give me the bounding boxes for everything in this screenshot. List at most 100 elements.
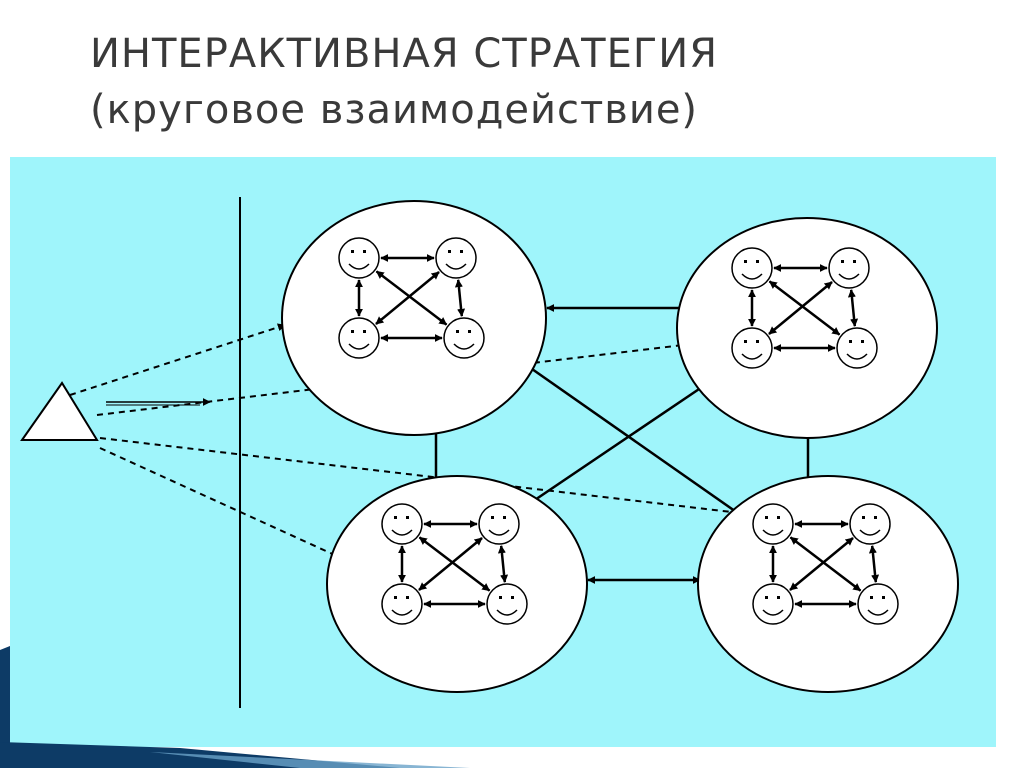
face-mouth — [846, 353, 868, 360]
face-eye-left — [351, 250, 354, 253]
slide-title-line2: (круговое взаимодействие) — [90, 87, 699, 133]
group-top-left-internal-link-5 — [375, 271, 440, 325]
face-outline — [836, 327, 878, 369]
face-eye-left — [394, 596, 397, 599]
diagram-panel — [10, 157, 996, 747]
teacher-link-group-bottom-right — [99, 437, 741, 517]
smiley-face-icon — [752, 583, 794, 625]
face-mouth — [496, 609, 518, 616]
group-top-left-ellipse — [281, 200, 547, 436]
face-eye-left — [394, 516, 397, 519]
face-outline — [381, 583, 423, 625]
face-mouth — [488, 529, 510, 536]
face-outline — [486, 583, 528, 625]
smiley-face-icon — [849, 503, 891, 545]
face-mouth — [348, 263, 370, 270]
face-mouth — [741, 273, 763, 280]
smiley-face-icon — [836, 327, 878, 369]
face-eye-left — [841, 260, 844, 263]
teacher-link-group-top-left — [69, 323, 286, 396]
face-mouth — [762, 529, 784, 536]
face-eye-right — [363, 330, 366, 333]
face-eye-right — [406, 596, 409, 599]
face-eye-left — [744, 260, 747, 263]
smiley-face-icon — [435, 237, 477, 279]
face-outline — [857, 583, 899, 625]
face-eye-left — [862, 516, 865, 519]
slide-title: ИНТЕРАКТИВНАЯ СТРАТЕГИЯ (круговое взаимо… — [90, 26, 718, 138]
face-eye-right — [861, 340, 864, 343]
group-top-right-ellipse — [676, 217, 938, 439]
group-bottom-left — [326, 475, 588, 693]
face-eye-left — [491, 516, 494, 519]
face-eye-left — [499, 596, 502, 599]
group-bottom-right-internal-link-3 — [868, 545, 880, 583]
face-mouth — [762, 609, 784, 616]
face-eye-right — [756, 260, 759, 263]
group-bottom-right — [697, 475, 959, 693]
teacher-triangle — [20, 381, 99, 441]
smiley-face-icon — [381, 503, 423, 545]
face-eye-left — [765, 516, 768, 519]
face-eye-left — [849, 340, 852, 343]
face-outline — [435, 237, 477, 279]
face-eye-right — [503, 516, 506, 519]
group-bottom-right-internal-link-5 — [789, 537, 854, 591]
face-outline — [731, 327, 773, 369]
face-eye-left — [870, 596, 873, 599]
face-eye-right — [777, 596, 780, 599]
face-eye-left — [448, 250, 451, 253]
smiley-face-icon — [338, 317, 380, 359]
face-eye-right — [511, 596, 514, 599]
face-eye-left — [744, 340, 747, 343]
group-bottom-left-internal-link-3 — [497, 545, 509, 583]
group-top-right-internal-link-3 — [847, 289, 859, 327]
smiley-face-icon — [478, 503, 520, 545]
smiley-face-icon — [731, 327, 773, 369]
face-mouth — [391, 609, 413, 616]
slide-title-line1: ИНТЕРАКТИВНАЯ СТРАТЕГИЯ — [90, 31, 718, 77]
smiley-face-icon — [381, 583, 423, 625]
smiley-face-icon — [338, 237, 380, 279]
face-eye-left — [765, 596, 768, 599]
face-mouth — [867, 609, 889, 616]
face-eye-right — [756, 340, 759, 343]
face-eye-left — [351, 330, 354, 333]
interaction-diagram — [20, 197, 959, 708]
face-eye-right — [777, 516, 780, 519]
face-outline — [338, 317, 380, 359]
link-group-top-right-group-bottom-left — [519, 381, 709, 512]
face-eye-right — [460, 250, 463, 253]
face-mouth — [348, 343, 370, 350]
face-mouth — [445, 263, 467, 270]
face-eye-right — [874, 516, 877, 519]
face-eye-left — [456, 330, 459, 333]
face-eye-right — [363, 250, 366, 253]
face-outline — [478, 503, 520, 545]
face-mouth — [391, 529, 413, 536]
face-mouth — [838, 273, 860, 280]
smiley-face-icon — [857, 583, 899, 625]
smiley-face-icon — [752, 503, 794, 545]
face-mouth — [741, 353, 763, 360]
face-outline — [443, 317, 485, 359]
group-top-left-internal-link-3 — [454, 279, 466, 317]
face-outline — [752, 583, 794, 625]
face-outline — [849, 503, 891, 545]
face-outline — [338, 237, 380, 279]
group-top-left — [281, 200, 547, 436]
teacher-link-group-bottom-left — [99, 447, 351, 563]
face-outline — [381, 503, 423, 545]
face-outline — [731, 247, 773, 289]
face-eye-right — [468, 330, 471, 333]
smiley-face-icon — [828, 247, 870, 289]
group-top-right — [676, 217, 938, 439]
face-mouth — [859, 529, 881, 536]
group-top-right-internal-link-5 — [768, 281, 833, 335]
teacher-link-group-top-right — [96, 339, 701, 416]
group-bottom-right-ellipse — [697, 475, 959, 693]
face-mouth — [453, 343, 475, 350]
smiley-face-icon — [731, 247, 773, 289]
face-eye-right — [853, 260, 856, 263]
group-bottom-left-ellipse — [326, 475, 588, 693]
